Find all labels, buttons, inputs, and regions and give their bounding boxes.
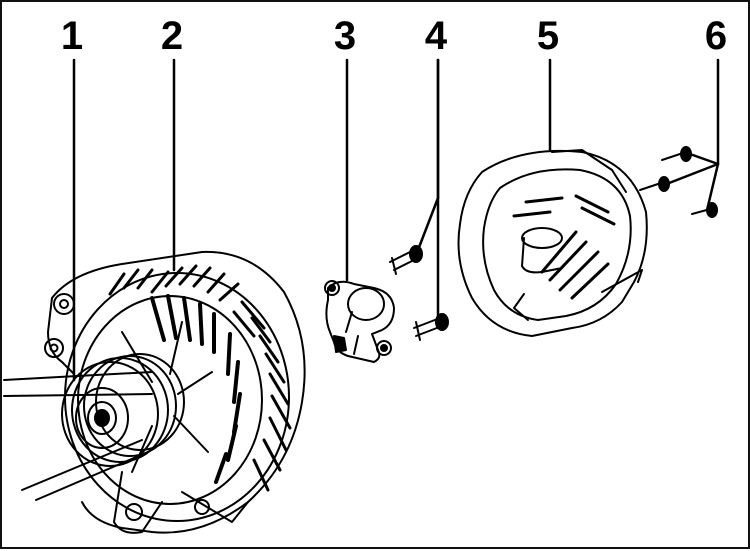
voltage-regulator — [324, 280, 395, 363]
alternator-body — [44, 250, 306, 534]
rear-cover — [457, 149, 648, 337]
leader-lines — [72, 58, 720, 382]
cover-screws — [639, 146, 718, 218]
callout-3: 3 — [333, 14, 357, 58]
callout-4: 4 — [424, 14, 448, 58]
regulator-screws — [389, 245, 449, 341]
callout-2: 2 — [160, 14, 184, 58]
callout-1: 1 — [60, 14, 84, 58]
callout-6: 6 — [704, 14, 728, 58]
pulley — [61, 353, 185, 467]
callout-5: 5 — [536, 14, 560, 58]
